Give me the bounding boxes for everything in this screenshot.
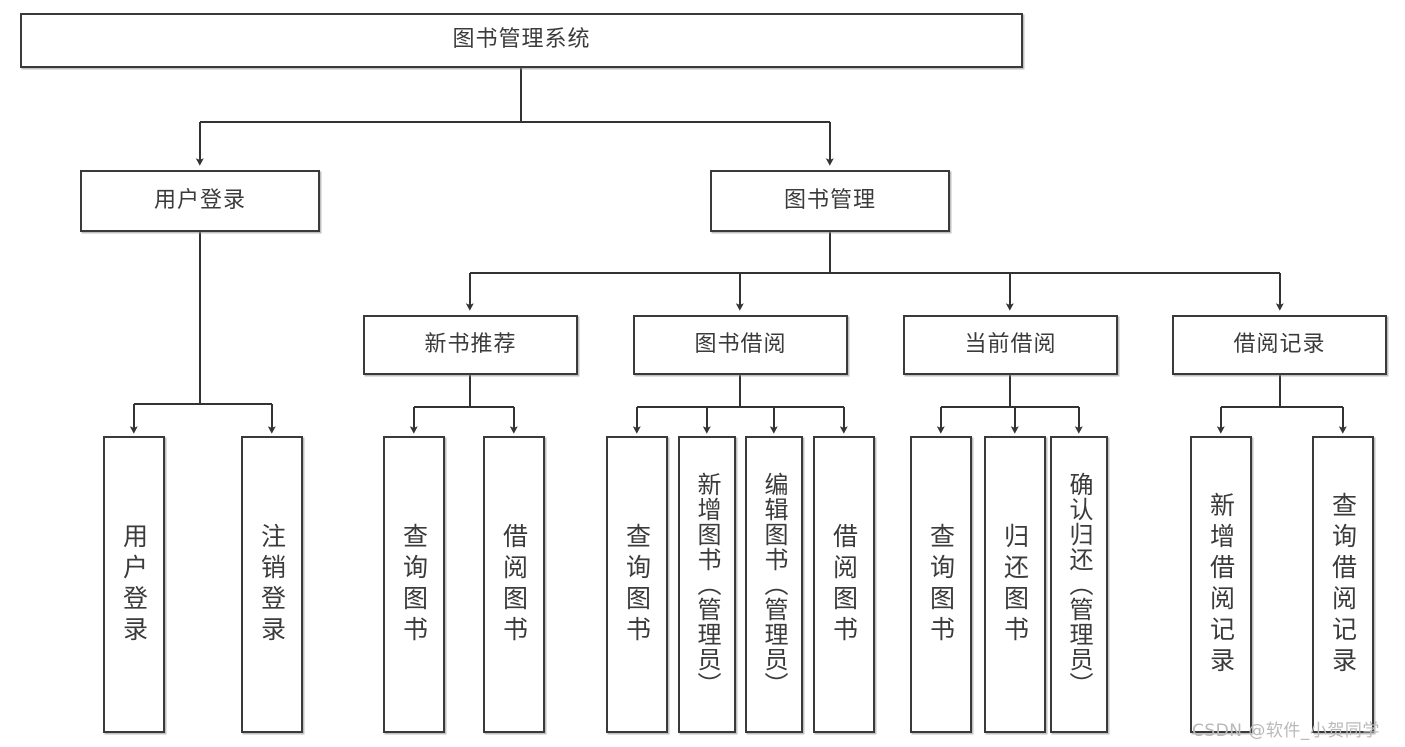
node-current-borrow[interactable]: 当前借阅 (903, 315, 1118, 375)
leaf-query-borrow-record-label: 查询借阅记录 (1328, 491, 1358, 678)
node-book-borrow-label: 图书借阅 (694, 331, 787, 357)
leaf-borrow-book-recommend-label: 借阅图书 (499, 522, 529, 647)
leaf-borrow-book-label: 借阅图书 (829, 522, 859, 647)
node-book-management-label: 图书管理 (783, 187, 876, 213)
leaf-borrow-book[interactable]: 借阅图书 (813, 436, 875, 733)
leaf-confirm-return-admin[interactable]: 确认归还（管理员） (1050, 436, 1108, 733)
leaf-confirm-return-admin-label: 确认归还（管理员） (1065, 472, 1093, 697)
node-root-label: 图书管理系统 (452, 27, 591, 53)
csdn-watermark: CSDN @软件_小贺同学 (1192, 721, 1380, 741)
leaf-edit-book-admin-label: 编辑图书（管理员） (760, 472, 788, 697)
leaf-add-book-admin[interactable]: 新增图书（管理员） (678, 436, 736, 733)
leaf-query-book-recommend[interactable]: 查询图书 (383, 436, 445, 733)
leaf-add-borrow-record[interactable]: 新增借阅记录 (1190, 436, 1252, 733)
node-user-login-label: 用户登录 (153, 187, 246, 213)
node-user-login[interactable]: 用户登录 (80, 170, 320, 232)
leaf-add-book-admin-label: 新增图书（管理员） (693, 472, 721, 697)
leaf-return-book-label: 归还图书 (1000, 522, 1030, 647)
leaf-borrow-book-recommend[interactable]: 借阅图书 (483, 436, 545, 733)
leaf-add-borrow-record-label: 新增借阅记录 (1206, 491, 1236, 678)
leaf-return-book[interactable]: 归还图书 (984, 436, 1046, 733)
node-book-management[interactable]: 图书管理 (710, 170, 950, 232)
node-current-borrow-label: 当前借阅 (964, 331, 1057, 357)
leaf-logout[interactable]: 注销登录 (241, 436, 303, 733)
leaf-query-book-current-label: 查询图书 (926, 522, 956, 647)
node-root[interactable]: 图书管理系统 (20, 13, 1023, 68)
leaf-logout-label: 注销登录 (257, 522, 287, 647)
node-book-borrow[interactable]: 图书借阅 (633, 315, 848, 375)
leaf-user-login-label: 用户登录 (119, 522, 149, 647)
node-new-book-recommend-label: 新书推荐 (424, 331, 517, 357)
leaf-query-book-borrow[interactable]: 查询图书 (606, 436, 668, 733)
leaf-edit-book-admin[interactable]: 编辑图书（管理员） (745, 436, 803, 733)
leaf-query-book-borrow-label: 查询图书 (622, 522, 652, 647)
leaf-query-book-current[interactable]: 查询图书 (910, 436, 972, 733)
leaf-user-login[interactable]: 用户登录 (103, 436, 165, 733)
node-new-book-recommend[interactable]: 新书推荐 (363, 315, 578, 375)
node-borrow-record[interactable]: 借阅记录 (1172, 315, 1387, 375)
node-borrow-record-label: 借阅记录 (1233, 331, 1326, 357)
leaf-query-borrow-record[interactable]: 查询借阅记录 (1312, 436, 1374, 733)
leaf-query-book-recommend-label: 查询图书 (399, 522, 429, 647)
